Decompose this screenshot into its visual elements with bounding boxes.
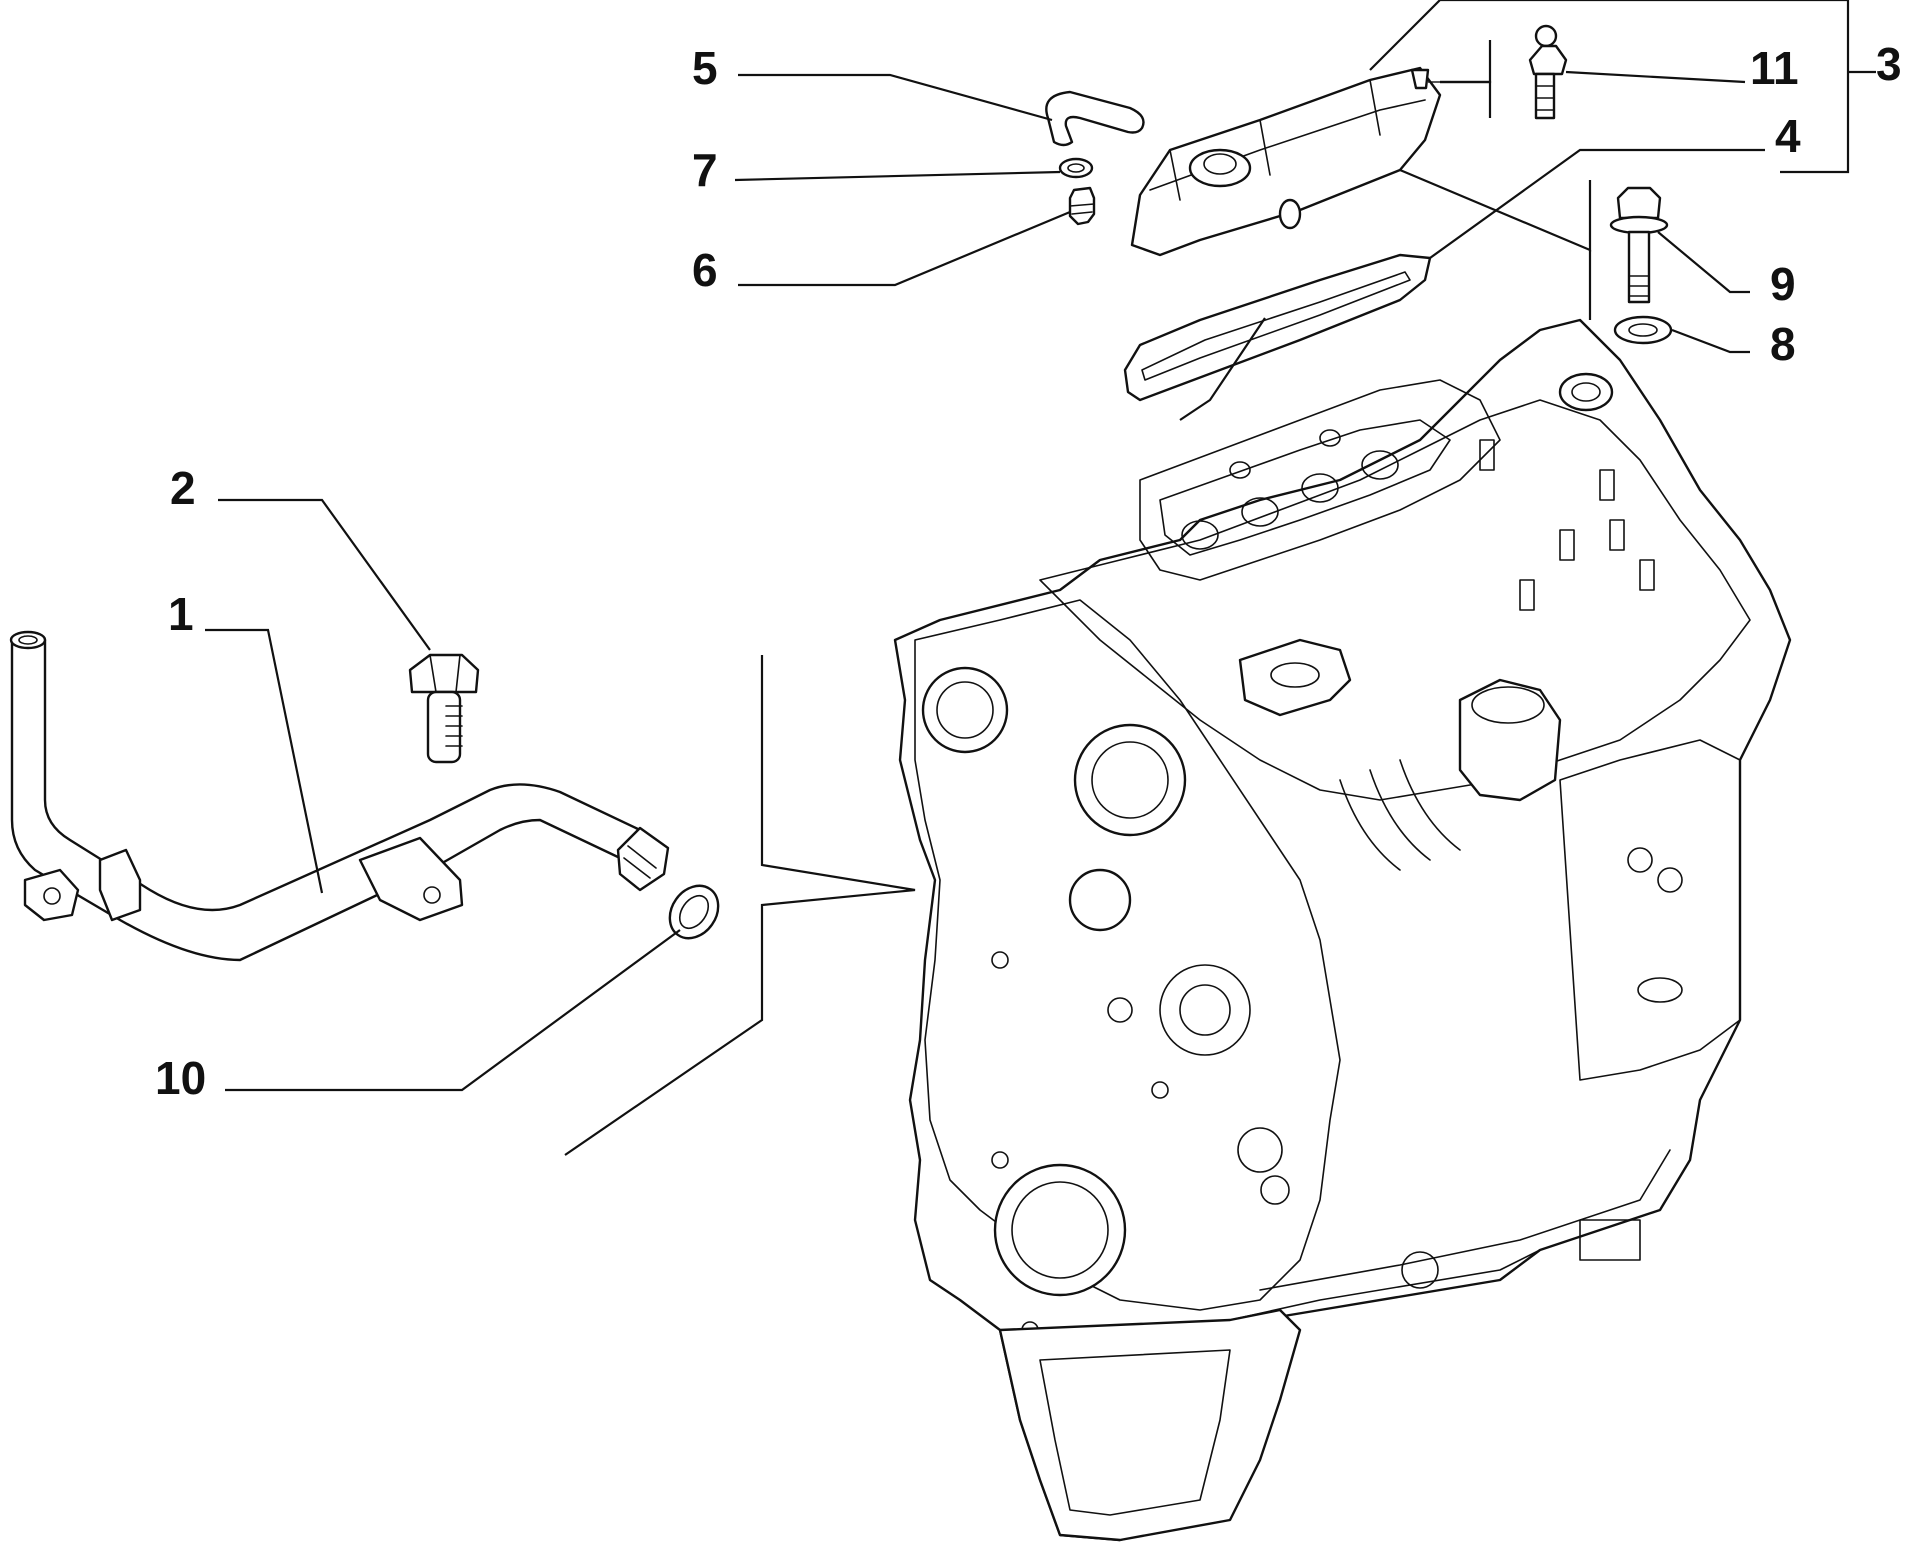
- sealing-washer-7: [1058, 157, 1094, 179]
- callout-10: 10: [155, 1052, 206, 1104]
- washer-8: [1613, 315, 1673, 345]
- engine-block: [893, 318, 1792, 1542]
- callout-4: 4: [1775, 110, 1801, 162]
- callout-6: 6: [692, 244, 718, 296]
- callout-9: 9: [1770, 258, 1796, 310]
- valve-cover: [1130, 66, 1442, 257]
- callout-2: 2: [170, 462, 196, 514]
- union-fitting: [1068, 186, 1096, 226]
- callout-11: 11: [1750, 42, 1799, 94]
- sensor-11: [1528, 24, 1568, 120]
- bolt-2: [408, 653, 480, 764]
- flange-bolt-9: [1609, 186, 1669, 304]
- callout-3: 3: [1876, 38, 1902, 90]
- callout-7: 7: [692, 144, 718, 196]
- callout-1: 1: [168, 588, 194, 640]
- callout-8: 8: [1770, 318, 1796, 370]
- callout-labels: 1 2 3 4 5 6 7 8 9 10 11: [155, 38, 1902, 1104]
- breather-hose: [1045, 90, 1145, 147]
- oil-pipe: [9, 630, 670, 962]
- callout-5: 5: [692, 42, 718, 94]
- cover-gasket: [1123, 253, 1432, 402]
- leader-lines: [205, 0, 1876, 1156]
